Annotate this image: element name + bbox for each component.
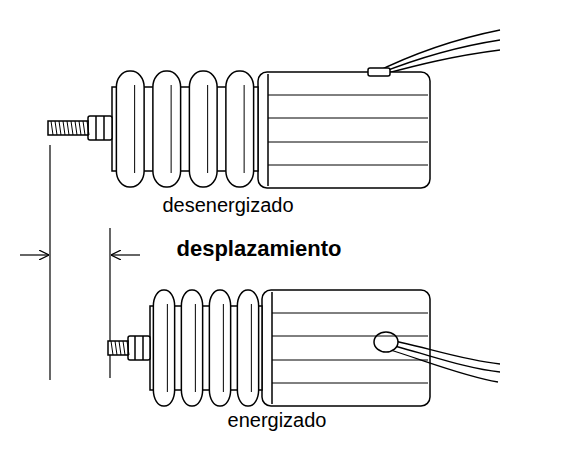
fold-shade — [223, 304, 224, 392]
fold-shade — [195, 304, 196, 392]
thread-stroke — [123, 341, 125, 355]
coil-body — [262, 290, 430, 406]
thread-stroke — [51, 121, 53, 135]
bellows-fold — [189, 71, 217, 187]
thread-stroke — [83, 121, 85, 135]
thread-stroke — [119, 341, 121, 355]
body-groove — [268, 95, 428, 96]
bellows-fold — [181, 290, 202, 406]
bellows-fold — [153, 290, 174, 406]
body-groove — [268, 142, 428, 143]
threaded-rod — [108, 341, 128, 355]
thread-stroke — [115, 341, 117, 355]
thread-stroke — [55, 121, 57, 135]
body-groove — [272, 360, 428, 361]
bellows-fold — [153, 71, 181, 187]
thread-stroke — [63, 121, 65, 135]
coil-body — [258, 72, 430, 188]
fold-shade — [251, 304, 252, 392]
bellows-fold — [116, 71, 144, 187]
nut — [88, 116, 112, 140]
thread-stroke — [67, 121, 69, 135]
thread — [111, 341, 129, 355]
bellows-fold — [237, 290, 258, 406]
fold-shade — [167, 304, 168, 392]
thread-stroke — [87, 121, 89, 135]
bellows — [112, 71, 258, 187]
thread-stroke — [71, 121, 73, 135]
wire-exit — [368, 68, 390, 76]
fold-shade — [244, 85, 245, 173]
nut — [128, 336, 150, 360]
thread-stroke — [75, 121, 77, 135]
body-groove — [272, 336, 428, 337]
body-groove — [268, 165, 428, 166]
state-label: energizado — [228, 409, 327, 431]
dimension-label: desplazamiento — [176, 237, 341, 261]
fold-shade — [207, 85, 208, 173]
body-groove — [268, 118, 428, 119]
solenoid-energized — [108, 290, 500, 406]
fold-shade — [171, 85, 172, 173]
thread-stroke — [79, 121, 81, 135]
thread-stroke — [127, 341, 129, 355]
bellows-fold — [226, 71, 254, 187]
solenoid-deenergized — [48, 30, 500, 188]
thread-stroke — [59, 121, 61, 135]
body-groove — [272, 383, 428, 384]
body-groove — [272, 313, 428, 314]
bellows — [150, 290, 262, 406]
thread-stroke — [111, 341, 113, 355]
fold-shade — [134, 85, 135, 173]
bellows-fold — [209, 290, 230, 406]
thread — [51, 121, 89, 135]
grommet — [374, 332, 398, 352]
threaded-rod — [48, 121, 88, 135]
wires — [372, 30, 500, 74]
state-label: desenergizado — [162, 194, 293, 216]
